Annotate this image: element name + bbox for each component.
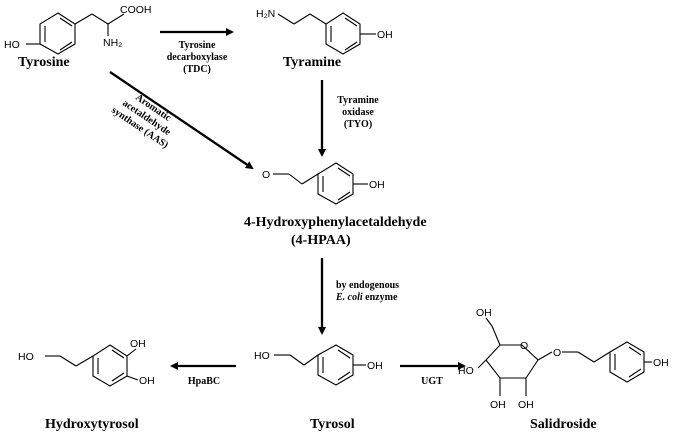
arrow-aas — [109, 71, 254, 170]
tyrosine-label: Tyrosine — [18, 55, 70, 70]
tyrosol-structure: HO OH — [254, 344, 383, 386]
hydroxytyrosol-label: Hydroxytyrosol — [45, 417, 139, 432]
tyramine-label: Tyramine — [283, 55, 341, 70]
hpaa-label-line2: (4-HPAA) — [291, 233, 351, 248]
salidroside-label: Salidroside — [530, 417, 597, 432]
tyrosol-label: Tyrosol — [310, 417, 355, 432]
enzyme-tyo-line2: oxidase — [342, 107, 374, 118]
atom-label: O — [553, 347, 561, 359]
atom-label: O — [262, 169, 270, 181]
enzyme-tdc-line1: Tyrosine — [179, 40, 216, 51]
atom-label: OH — [518, 399, 534, 411]
enzyme-hpabc: HpaBC — [188, 376, 220, 387]
atom-label: H₂N — [256, 8, 275, 20]
salidroside-structure: OH O O HO OH OH OH — [458, 307, 669, 411]
enzyme-tyo-line3: (TYO) — [344, 119, 372, 130]
enzyme-ugt: UGT — [421, 376, 443, 387]
tyrosine-structure: HO COOH NH₂ — [4, 4, 152, 55]
tyramine-structure: H₂N OH — [256, 8, 393, 55]
hpaa-structure: O OH — [262, 162, 385, 205]
hpaa-label-line1: 4-Hydroxyphenylacetaldehyde — [244, 215, 427, 230]
atom-label: OH — [377, 29, 393, 41]
atom-label: OH — [490, 399, 506, 411]
atom-label: OH — [369, 179, 385, 191]
atom-label: O — [520, 340, 528, 352]
atom-label: OH — [367, 360, 383, 372]
atom-label: HO — [4, 39, 20, 51]
atom-label: NH₂ — [103, 37, 122, 49]
enzyme-tdc-line2: decarboxylase — [167, 52, 228, 63]
hydroxytyrosol-structure: HO OH OH — [18, 338, 155, 387]
enzyme-ecoli-line2: E. coli enzyme — [335, 292, 398, 303]
enzyme-aas-label: Aromatic acetaldehyde synthase (AAS) — [109, 92, 173, 151]
atom-label: HO — [254, 350, 270, 362]
atom-label: OH — [653, 357, 669, 369]
atom-label: OH — [130, 338, 146, 350]
atom-label: OH — [139, 375, 155, 387]
ecoli-rest: enzyme — [363, 292, 398, 303]
enzyme-tyo-line1: Tyramine — [337, 95, 379, 106]
enzyme-ecoli-line1: by endogenous — [336, 280, 399, 291]
atom-label: OH — [476, 307, 492, 319]
atom-label: HO — [18, 351, 34, 363]
atom-label: COOH — [120, 4, 152, 16]
enzyme-tdc-line3: (TDC) — [183, 64, 211, 75]
ecoli-italic: E. coli — [335, 292, 363, 303]
